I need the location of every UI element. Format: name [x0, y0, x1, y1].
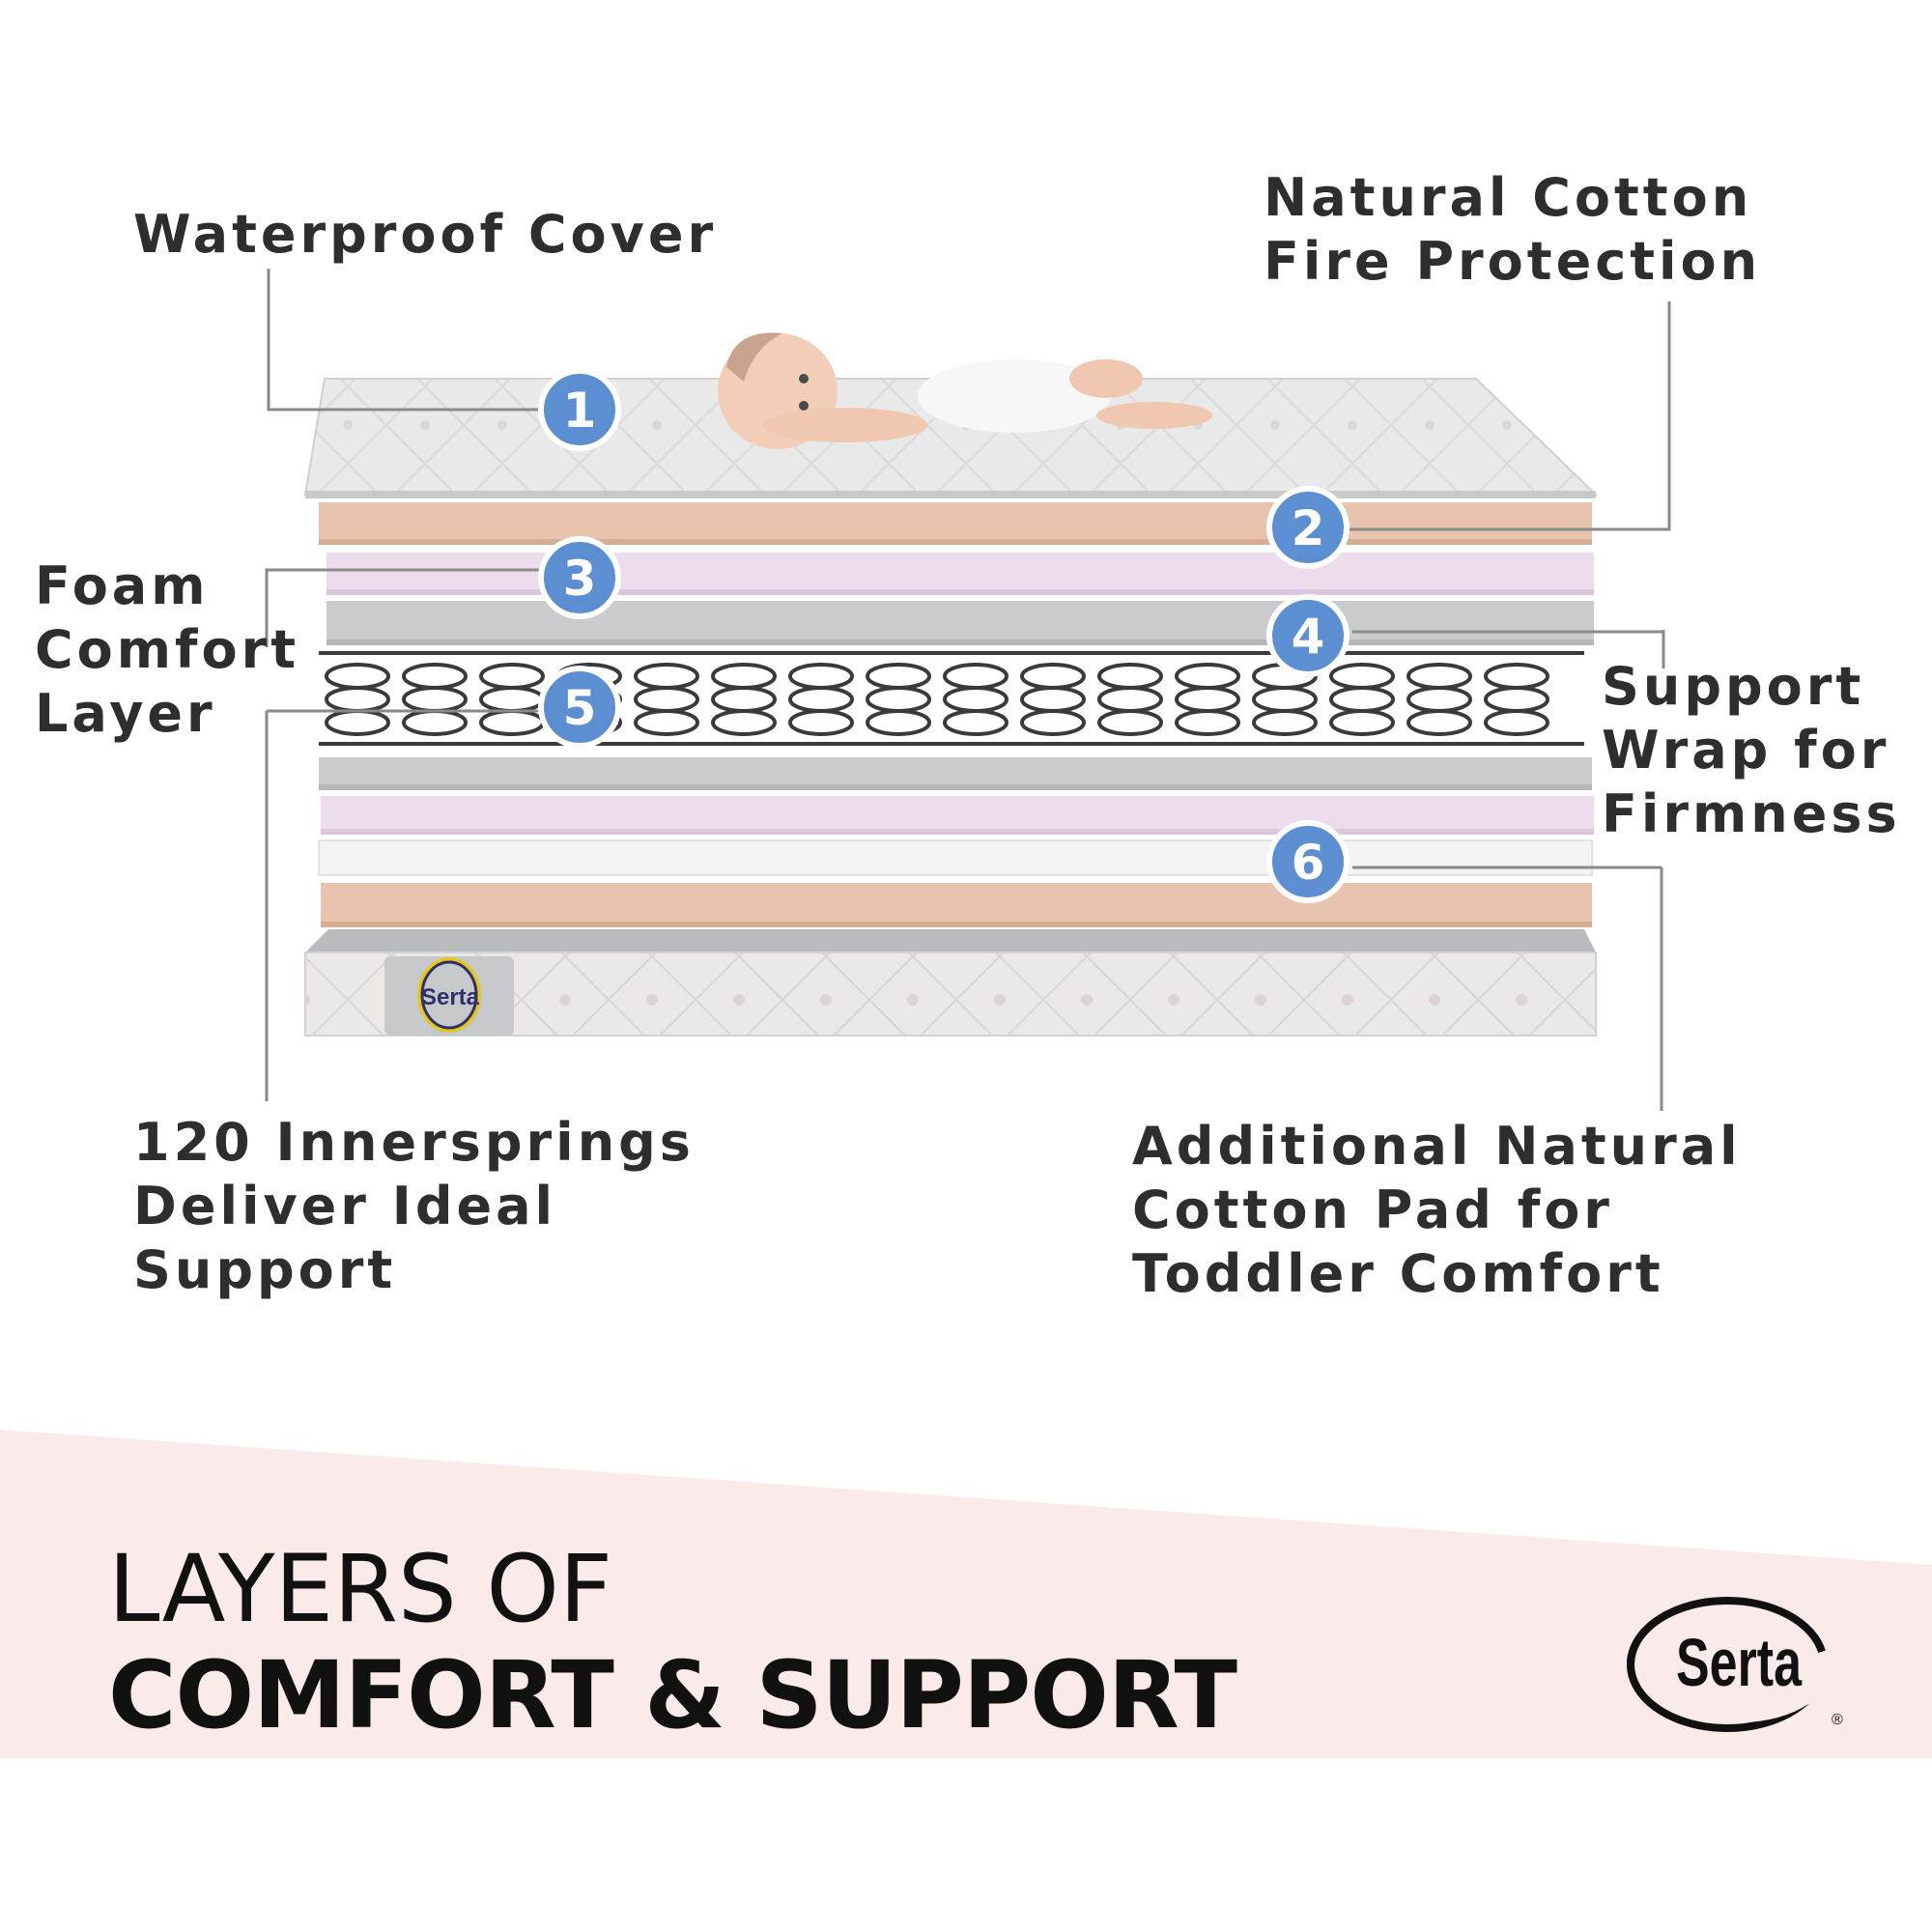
- label-line: Support: [1602, 656, 1865, 717]
- serta-tag-text: Serta: [421, 984, 480, 1010]
- badge-4-number: 4: [1292, 609, 1325, 665]
- badge-6: 6: [1266, 820, 1350, 903]
- label-line: Natural Cotton: [1264, 167, 1753, 228]
- mattress-base: [304, 929, 1597, 1037]
- label-line: Wrap for: [1602, 720, 1890, 781]
- label-line: Additional Natural: [1132, 1116, 1742, 1177]
- badge-5: 5: [538, 666, 621, 749]
- headline-line-1: LAYERS OF: [108, 1535, 613, 1643]
- label-line: Toddler Comfort: [1132, 1243, 1664, 1304]
- serta-logo: Serta ®: [1627, 1595, 1843, 1732]
- serta-tag-logo: Serta: [417, 957, 481, 1033]
- badge-2-number: 2: [1292, 500, 1325, 556]
- badge-6-number: 6: [1292, 835, 1325, 891]
- badge-3: 3: [538, 536, 621, 619]
- baby-figure: [718, 332, 1212, 449]
- leader-lines: [265, 269, 1671, 1111]
- serta-logo-text: Serta: [1676, 1625, 1803, 1700]
- label-line: Foam: [35, 555, 210, 616]
- label-waterproof-cover: Waterproof Cover: [133, 203, 717, 267]
- label-line: Deliver Ideal: [133, 1176, 557, 1236]
- label-cotton-pad: Additional Natural Cotton Pad for Toddle…: [1132, 1115, 1742, 1306]
- label-line: Support: [133, 1239, 397, 1300]
- label-support-wrap: Support Wrap for Firmness: [1602, 655, 1901, 846]
- badge-1-number: 1: [563, 383, 597, 439]
- badge-2: 2: [1266, 486, 1350, 569]
- label-line: 120 Innersprings: [133, 1112, 695, 1173]
- headline-line-2: COMFORT & SUPPORT: [108, 1641, 1237, 1749]
- badge-5-number: 5: [563, 680, 597, 736]
- label-line: Comfort: [35, 619, 300, 680]
- badge-3-number: 3: [563, 551, 597, 607]
- badge-1: 1: [538, 368, 621, 451]
- label-innersprings: 120 Innersprings Deliver Ideal Support: [133, 1111, 695, 1302]
- label-natural-cotton: Natural Cotton Fire Protection: [1264, 166, 1761, 294]
- badge-4: 4: [1266, 594, 1350, 677]
- label-line: Fire Protection: [1264, 231, 1762, 292]
- label-line: Cotton Pad for: [1132, 1179, 1613, 1240]
- registered-mark: ®: [1832, 1712, 1843, 1728]
- label-line: Layer: [35, 683, 216, 744]
- innerspring-coils: [319, 647, 1584, 750]
- label-foam-comfort: Foam Comfort Layer: [35, 554, 299, 746]
- label-waterproof-cover-text: Waterproof Cover: [133, 204, 718, 265]
- label-line: Firmness: [1602, 783, 1901, 844]
